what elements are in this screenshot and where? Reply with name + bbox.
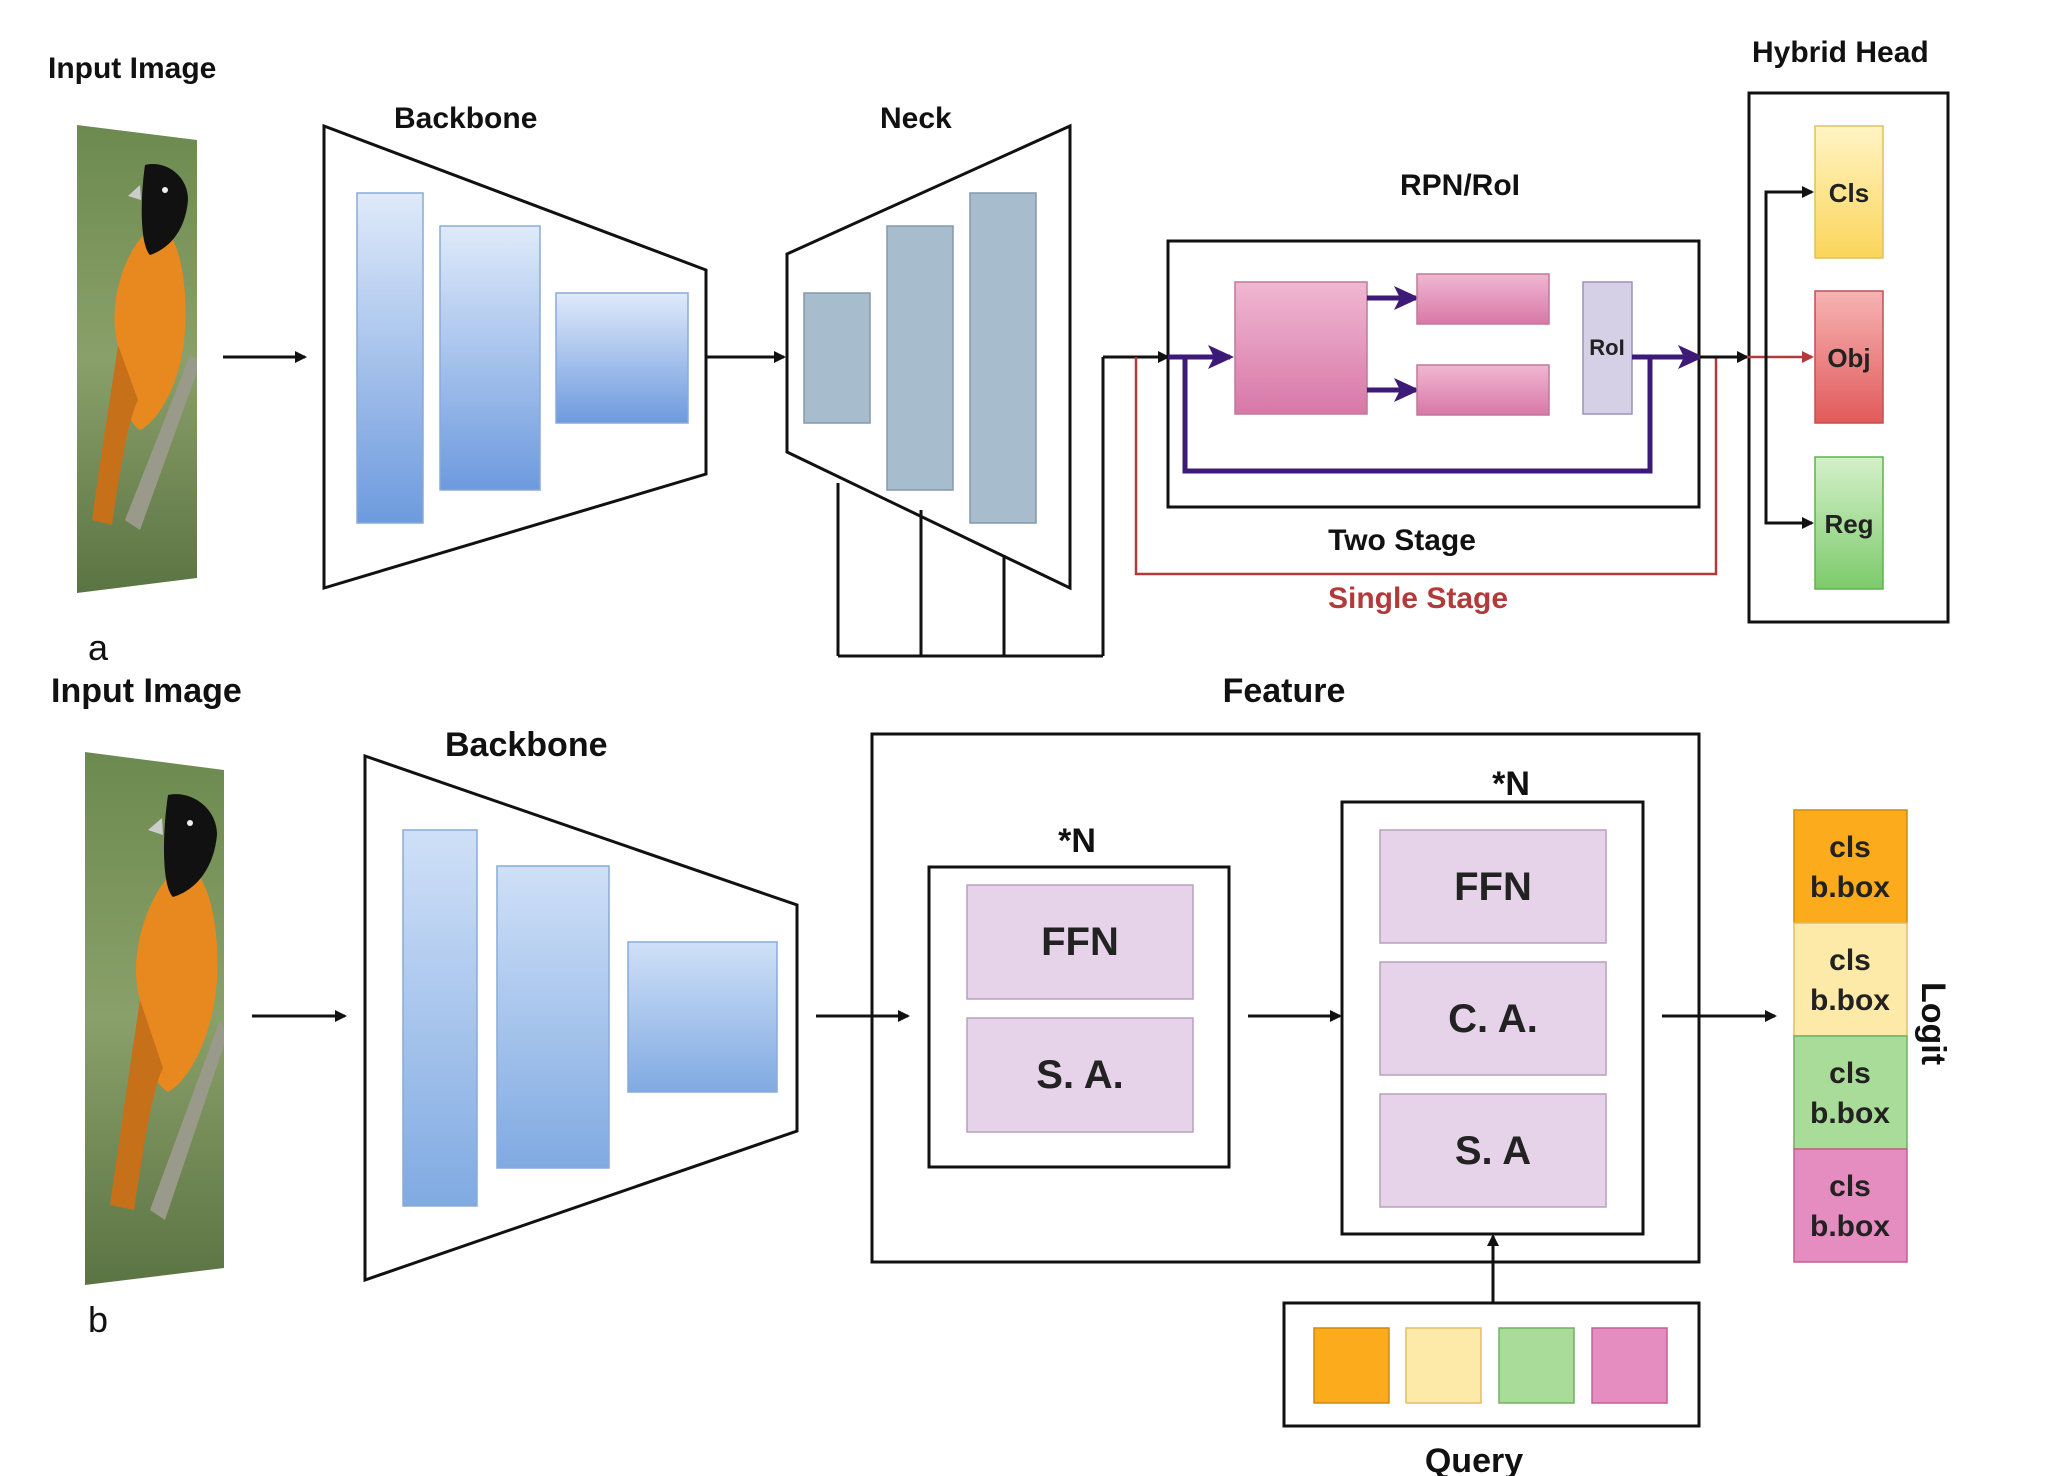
rpn-reg-output xyxy=(1416,364,1550,416)
logit-slot-3-cls: cls xyxy=(1829,1057,1871,1090)
logit-slot-2-cls: cls xyxy=(1829,944,1871,977)
backbone-feature-map-1-a xyxy=(356,192,424,524)
logit-slot-3-box: b.box xyxy=(1810,1097,1890,1130)
backbone-label-b: Backbone xyxy=(445,726,608,764)
decoder-sa-label: S. A xyxy=(1455,1129,1531,1173)
logit-slot-2-box: b.box xyxy=(1810,984,1890,1017)
hybrid-head-label: Hybrid Head xyxy=(1752,36,1929,69)
query-label: Query xyxy=(1425,1442,1523,1476)
panel-a: Input Image a Backbone Neck xyxy=(48,36,1950,668)
backbone-feature-map-3-a xyxy=(555,292,689,424)
input-image-label-b: Input Image xyxy=(51,672,242,710)
logit-slot-1-box: b.box xyxy=(1810,871,1890,904)
encoder-ffn-label: FFN xyxy=(1041,920,1119,964)
feature-box xyxy=(870,732,1701,1264)
logit-slot-1-cls: cls xyxy=(1829,831,1871,864)
encoder-sa-block xyxy=(966,1017,1194,1133)
backbone-label-a: Backbone xyxy=(394,102,537,135)
panel-a-caption: a xyxy=(88,627,109,668)
head-reg-label: Reg xyxy=(1824,509,1873,539)
decoder-ca-block xyxy=(1379,961,1607,1076)
decoder-ffn-block xyxy=(1379,829,1607,944)
head-cls-block xyxy=(1814,125,1884,259)
logit-slot-3 xyxy=(1793,1035,1908,1150)
head-cls-label: Cls xyxy=(1829,178,1869,208)
logit-slot-4-box: b.box xyxy=(1810,1210,1890,1243)
encoder-sa-label: S. A. xyxy=(1036,1053,1123,1097)
rpn-feature-block xyxy=(1234,281,1368,415)
panel-b: Input Image b Backbone Feature *N FFN S. xyxy=(51,672,1952,1476)
encoder-box xyxy=(927,865,1231,1169)
input-image-b xyxy=(85,752,224,1285)
encoder-ffn-block xyxy=(966,884,1194,1000)
neck-output-bus xyxy=(836,357,1105,658)
rpn-cls-output xyxy=(1416,273,1550,325)
decoder-ca-label: C. A. xyxy=(1448,997,1538,1041)
logit-slot-4 xyxy=(1793,1148,1908,1263)
query-token-orange xyxy=(1313,1327,1390,1404)
logit-slot-4-cls: cls xyxy=(1829,1170,1871,1203)
neck-feature-map-1 xyxy=(803,292,871,424)
backbone-feature-map-3-b xyxy=(627,941,778,1093)
encoder-repeat-label: *N xyxy=(1058,822,1096,860)
arrow-to-reg xyxy=(1764,357,1814,529)
decoder-sa-block xyxy=(1379,1093,1607,1208)
query-token-pink xyxy=(1591,1327,1668,1404)
head-reg-block xyxy=(1814,456,1884,590)
rpn-roi-label: RPN/RoI xyxy=(1400,169,1520,202)
logit-slot-2 xyxy=(1793,922,1908,1037)
head-obj-label: Obj xyxy=(1827,343,1870,373)
roi-block-label: RoI xyxy=(1589,335,1624,360)
logit-slot-1 xyxy=(1793,809,1908,924)
logit-label: Logit xyxy=(1914,982,1952,1065)
rpn-roi-box xyxy=(1166,239,1701,509)
arrow-to-cls xyxy=(1764,186,1814,357)
backbone-feature-map-2-a xyxy=(439,225,541,491)
neck-feature-map-3 xyxy=(969,192,1037,524)
feature-label: Feature xyxy=(1223,672,1346,710)
input-image-label-a: Input Image xyxy=(48,52,216,85)
panel-b-caption: b xyxy=(88,1299,108,1340)
two-stage-bypass-path xyxy=(1182,357,1653,474)
single-stage-label: Single Stage xyxy=(1328,582,1508,615)
logit-output-stack: cls b.box cls b.box cls b.box cls b.box xyxy=(1793,809,1908,1263)
two-stage-label: Two Stage xyxy=(1328,524,1476,557)
backbone-feature-map-2-b xyxy=(496,865,610,1169)
head-obj-block xyxy=(1814,290,1884,424)
neck-feature-map-2 xyxy=(886,225,954,491)
backbone-feature-map-1-b xyxy=(402,829,478,1207)
neck-label: Neck xyxy=(880,102,952,135)
decoder-ffn-label: FFN xyxy=(1454,865,1532,909)
single-stage-path xyxy=(1134,357,1718,576)
roi-block xyxy=(1582,281,1633,415)
query-token-yellow xyxy=(1405,1327,1482,1404)
decoder-repeat-label: *N xyxy=(1492,765,1530,803)
query-token-green xyxy=(1498,1327,1575,1404)
input-image-a xyxy=(77,125,197,593)
